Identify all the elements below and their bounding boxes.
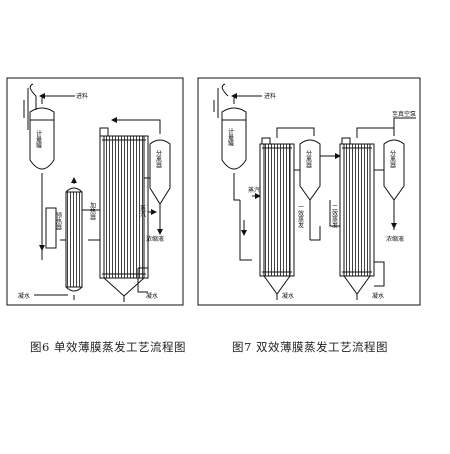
fig6-label-heater: 加热器	[89, 201, 96, 221]
fig6-separator	[149, 139, 171, 220]
fig6-label-concentrate: 浓缩液	[146, 235, 164, 243]
fig7-frame	[197, 77, 421, 306]
fig7-label-vacuum: 至真空泵	[392, 110, 416, 118]
fig6-preheater	[45, 187, 100, 300]
fig7-label-effect-1: 一效蒸发	[297, 204, 304, 229]
fig6-label-condensate-right: 凝水	[146, 292, 158, 300]
fig6-heater	[99, 127, 149, 302]
fig6-metering-tank	[29, 96, 55, 170]
fig7-label-separator-1: 分离器	[305, 149, 312, 169]
figure-6-labels: 进料 计量罐 预热器 分离器 加热器 蒸汽 浓缩液 凝水 凝水	[18, 92, 164, 300]
fig6-label-condensate-left: 凝水	[18, 292, 30, 300]
fig7-separator-1	[299, 139, 321, 240]
fig7-label-separator-2: 分离器	[389, 149, 396, 169]
figure-6-diagram	[6, 77, 184, 306]
fig7-label-feed: 进料	[264, 92, 276, 100]
fig7-label-condensate-left: 凝水	[282, 292, 294, 300]
fig7-label-steam: 蒸汽	[248, 186, 260, 194]
figure-7-caption: 图7 双效薄膜蒸发工艺流程图	[232, 340, 388, 354]
fig6-label-separator: 分离器	[155, 149, 162, 169]
fig7-label-metering-tank: 计量罐	[227, 127, 234, 147]
figure-6-caption: 图6 单效薄膜蒸发工艺流程图	[30, 340, 186, 354]
fig7-effect-2-column	[339, 137, 375, 300]
fig6-label-feed: 进料	[76, 92, 88, 100]
fig7-label-effect-2: 二效蒸发	[331, 204, 338, 229]
fig6-label-preheater: 预热器	[55, 211, 62, 231]
fig7-metering-tank	[221, 96, 247, 170]
fig6-label-steam: 蒸汽	[139, 204, 146, 217]
fig6-label-metering-tank: 计量罐	[35, 129, 42, 149]
fig7-label-condensate-right: 凝水	[372, 292, 384, 300]
fig7-effect-1-column	[259, 137, 295, 300]
figure-7-labels: 进料 计量罐 至真空泵 分离器 分离器 蒸汽 一效蒸发 二效蒸发 浓缩液 凝水 …	[227, 92, 417, 300]
fig7-label-concentrate: 浓缩液	[386, 235, 404, 243]
figure-7-diagram	[197, 77, 421, 306]
fig6-frame	[6, 77, 184, 306]
